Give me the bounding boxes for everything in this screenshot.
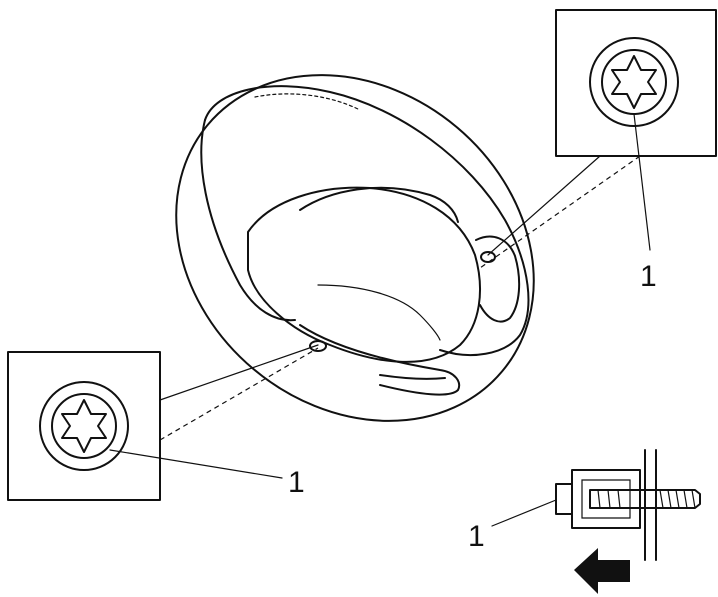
callout-label-left: 1: [288, 466, 305, 499]
detail-box-left: 1: [7, 344, 319, 501]
detail-box-top-right: 1: [479, 9, 717, 293]
steering-wheel: [175, 74, 535, 422]
left-bolt-hole: [309, 340, 327, 352]
right-bolt-hole: [480, 251, 496, 263]
torx-star-bolt-icon: [39, 381, 129, 471]
callout-label-bottom: 1: [468, 520, 485, 553]
bolt-cross-section: 1: [468, 449, 701, 561]
torx-star-bolt-icon: [589, 37, 679, 127]
arrow-left-icon: [574, 548, 630, 594]
callout-label-top-right: 1: [640, 260, 657, 293]
